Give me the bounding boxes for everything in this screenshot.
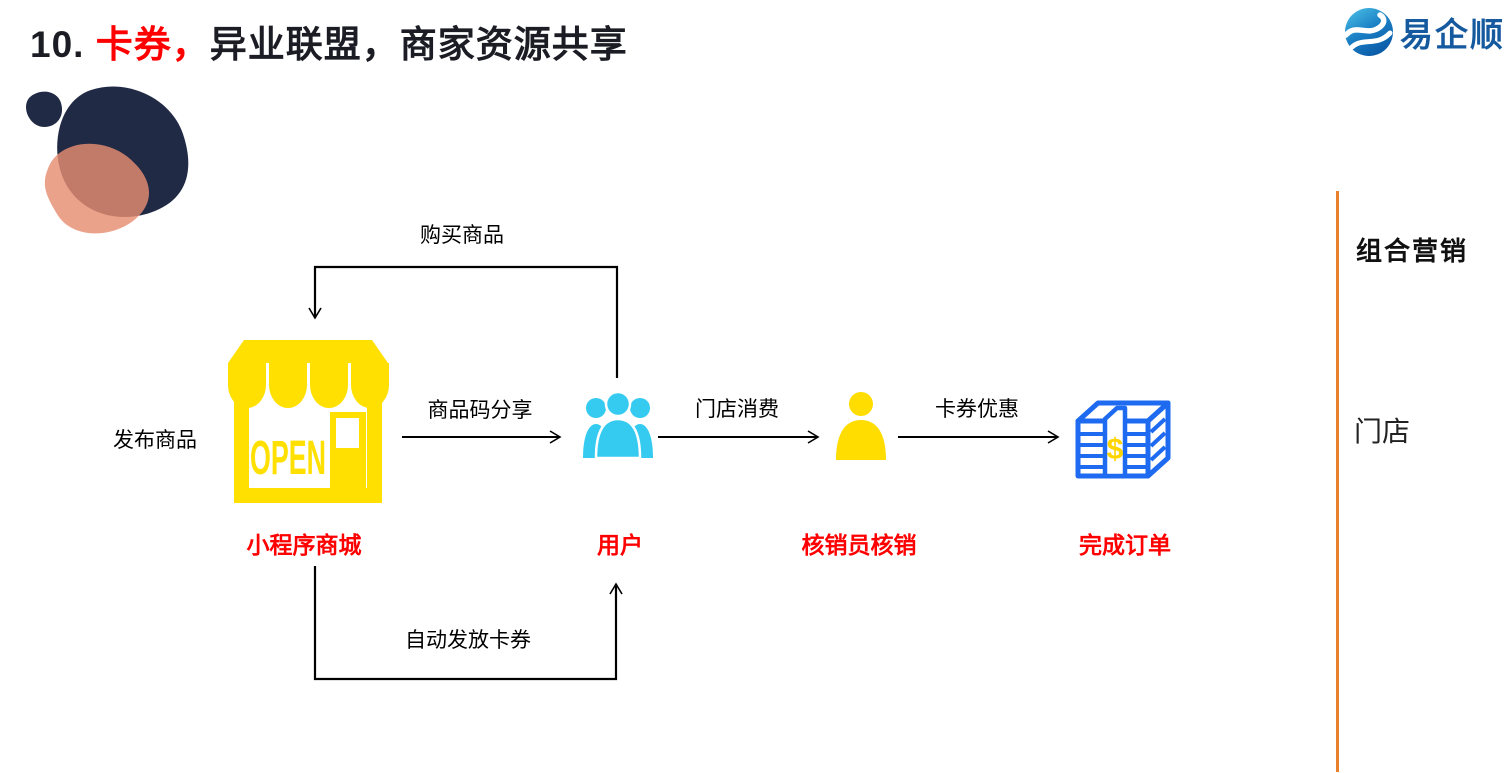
brand-swirl-icon: [1343, 8, 1393, 56]
edge-label-consume: 门店消费: [695, 398, 779, 421]
decorative-blob: [25, 86, 189, 234]
edge-label-share: 商品码分享: [427, 399, 533, 422]
sidebar-item-mendian: 门店: [1354, 415, 1411, 448]
brand-logo: 易企顺: [1343, 6, 1505, 58]
node-label-verifier: 核销员核销: [801, 532, 917, 558]
dollar-sign-text: $: [1107, 433, 1124, 466]
title-rest: 异业联盟，商家资源共享: [209, 24, 628, 65]
edge-label-coupon: 卡券优惠: [935, 398, 1019, 421]
store-open-text: OPEN: [250, 432, 326, 485]
money-icon: $: [1075, 400, 1171, 479]
edge-auto-issue-line: [313, 566, 623, 681]
node-label-user: 用户: [597, 532, 643, 558]
title-number: 10.: [30, 24, 85, 65]
node-label-store: 小程序商城: [246, 532, 362, 558]
storefront-icon: OPEN: [228, 340, 389, 503]
users-icon: [583, 390, 653, 460]
node-label-order: 完成订单: [1079, 532, 1171, 558]
title-highlight: 卡券，: [95, 24, 210, 65]
person-icon: [836, 392, 886, 460]
sidebar-divider-line: [1336, 191, 1339, 772]
edge-label-buy: 购买商品: [420, 224, 504, 247]
edge-label-publish: 发布商品: [113, 429, 197, 452]
store-door-window: [336, 418, 359, 448]
edge-label-auto-issue: 自动发放卡券: [405, 629, 531, 652]
sidebar-heading: 组合营销: [1356, 236, 1469, 266]
brand-name: 易企顺: [1400, 16, 1505, 53]
page-title: 10. 卡券，异业联盟，商家资源共享: [30, 14, 628, 68]
